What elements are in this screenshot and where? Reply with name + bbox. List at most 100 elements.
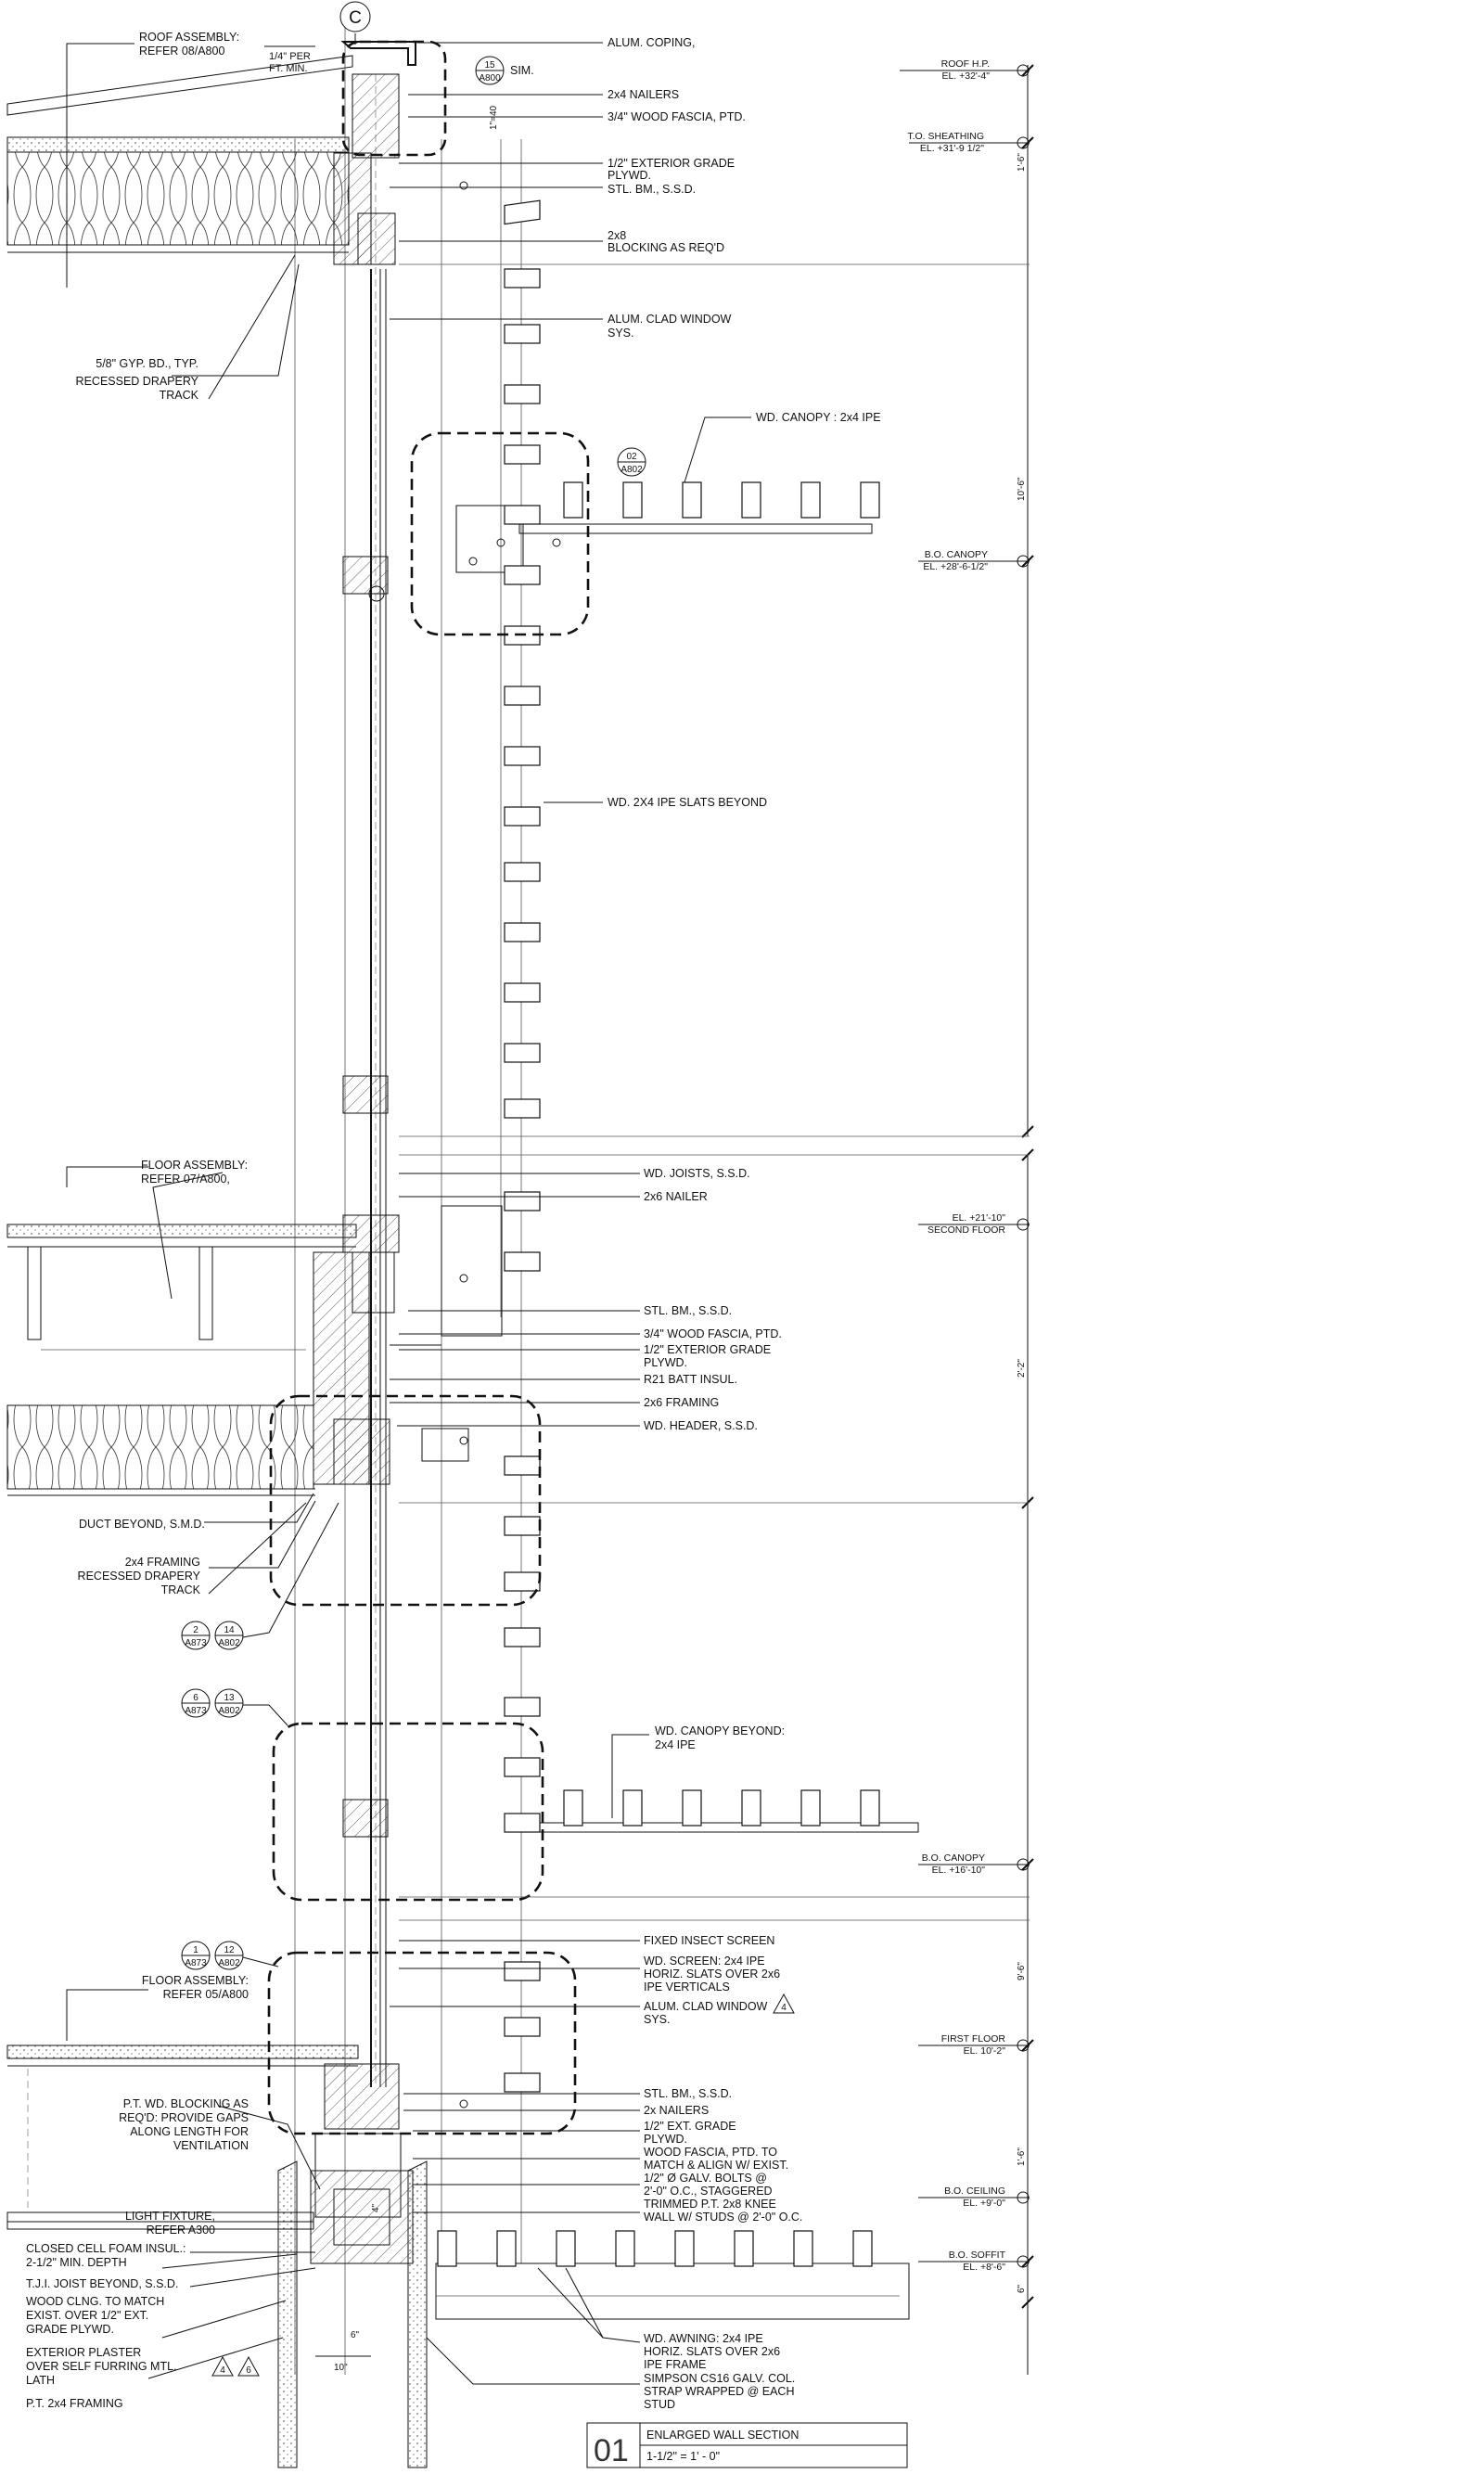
grid-bubble-label: C [349, 8, 362, 28]
svg-text:EL. +21'-10": EL. +21'-10" [953, 1212, 1006, 1224]
wd-screen-label: WD. SCREEN: 2x4 IPE [644, 1955, 765, 1968]
svg-text:4: 4 [781, 2003, 787, 2013]
simpson-label: SIMPSON CS16 GALV. COL. [644, 2372, 795, 2385]
leaders-right [390, 42, 751, 2385]
vdim-6: 6" [1017, 2284, 1027, 2293]
awning-label: WD. AWNING: 2x4 IPE [644, 2332, 763, 2345]
roof-assembly-label: ROOF ASSEMBLY: [139, 31, 239, 44]
ext-plaster-label: EXTERIOR PLASTER [26, 2346, 141, 2359]
elevation-marker: B.O. CANOPY EL. +16'-10" [918, 1852, 1030, 1876]
svg-text:SECOND FLOOR: SECOND FLOOR [928, 1224, 1005, 1236]
elevation-marker: EL. +21'-10" SECOND FLOOR [918, 1212, 1030, 1236]
window-low-label: ALUM. CLAD WINDOW [644, 2000, 768, 2013]
elevation-marker: ROOF H.P. EL. +32'-4" [900, 58, 1030, 82]
insect-screen-label: FIXED INSECT SCREEN [644, 1934, 774, 1947]
wall-structure [6, 28, 919, 2468]
slope-label: 1/4" PER [269, 51, 311, 62]
sim-label: SIM. [510, 64, 534, 77]
tji-label: T.J.I. JOIST BEYOND, S.S.D. [26, 2277, 178, 2290]
elevation-markers: ROOF H.P. EL. +32'-4" T.O. SHEATHING EL.… [900, 58, 1030, 2273]
svg-text:B.O. CANOPY: B.O. CANOPY [922, 1852, 985, 1864]
nailers-2x4-label: 2x4 NAILERS [608, 88, 679, 101]
detail-callout-boundaries [267, 40, 590, 2135]
ext-plywd-mid-label: 1/2" EXTERIOR GRADE [644, 1343, 771, 1356]
detail-tag-pair-2[interactable]: 6 A873 13 A802 [181, 1688, 244, 1718]
svg-text:13: 13 [224, 1693, 235, 1703]
wood-clng-label: WOOD CLNG. TO MATCH [26, 2295, 164, 2308]
closed-cell-label: CLOSED CELL FOAM INSUL.: [26, 2242, 186, 2255]
svg-text:WD. CANOPY BEYOND:2x4 IPE: WD. CANOPY BEYOND:2x4 IPE [655, 1724, 785, 1751]
svg-text:B.O. CANOPY: B.O. CANOPY [925, 549, 988, 560]
dim-depth-a: 4" [371, 2203, 381, 2212]
svg-text:ROOF H.P.: ROOF H.P. [941, 58, 990, 70]
detail-tag-sim[interactable]: 15 A800 [475, 56, 505, 85]
revision-tags: 4 4 6 [211, 1993, 795, 2377]
elevation-marker: FIRST FLOOR EL. 10'-2" [918, 2033, 1030, 2057]
svg-text:EL. +16'-10": EL. +16'-10" [932, 1865, 986, 1876]
vdim-3: 2'-2" [1017, 1359, 1027, 1378]
pt-blocking-label: P.T. WD. BLOCKING AS [123, 2097, 249, 2110]
revision-delta: 6 [237, 2355, 260, 2377]
title-scale: 1-1/2" = 1' - 0" [646, 2450, 720, 2463]
window-top-label: ALUM. CLAD WINDOW [608, 313, 732, 326]
duct-label: DUCT BEYOND, S.M.D. [79, 1518, 205, 1531]
svg-text:ROOF ASSEMBLY:REFER 08/A800: ROOF ASSEMBLY:REFER 08/A800 [139, 31, 239, 58]
detail-tag-canopy[interactable]: 02 A802 [617, 447, 646, 477]
level-lines [399, 263, 1030, 1921]
nailer-2x6-label: 2x6 NAILER [644, 1190, 708, 1203]
detail-tag-pair-1[interactable]: 2 A873 14 A802 [181, 1621, 244, 1650]
vdim-2: 10'-6" [1017, 477, 1027, 501]
detail-tag-pair-3[interactable]: 1 A873 12 A802 [181, 1941, 244, 1970]
r21-label: R21 BATT INSUL. [644, 1373, 737, 1386]
detail-tags[interactable]: 15 A800 02 A802 2 A873 14 A802 6 A873 13… [181, 56, 646, 1970]
wd-header-label: WD. HEADER, S.S.D. [644, 1419, 758, 1432]
slats-beyond-label: WD. 2X4 IPE SLATS BEYOND [608, 796, 767, 809]
ext-plywd-label: 1/2" EXTERIOR GRADE [608, 157, 735, 170]
canopy-beyond-label: WD. CANOPY BEYOND: [655, 1724, 785, 1737]
fascia-low-label: WOOD FASCIA, PTD. TO [644, 2146, 777, 2159]
drapery-top-label: RECESSED DRAPERY [76, 375, 199, 388]
grid-bubble: C [339, 1, 371, 45]
nailers-2x-label: 2x NAILERS [644, 2104, 709, 2117]
svg-text:EL. +9'-0": EL. +9'-0" [963, 2198, 1005, 2209]
svg-text:A802: A802 [620, 465, 643, 475]
elevation-marker: B.O. CANOPY EL. +28'-6-1/2" [918, 549, 1030, 572]
svg-text:15: 15 [484, 60, 495, 71]
svg-text:A802: A802 [218, 1638, 240, 1648]
labels-right: ALUM. COPING, SIM. 2x4 NAILERS 3/4" WOOD… [510, 36, 881, 2411]
floor-assembly-2-label: FLOOR ASSEMBLY: [141, 1159, 248, 1172]
wood-fascia-label: 3/4" WOOD FASCIA, PTD. [608, 110, 746, 123]
light-fixture-label: LIGHT FIXTURE, [125, 2210, 215, 2223]
svg-text:4: 4 [220, 2365, 225, 2376]
wd-joists-label: WD. JOISTS, S.S.D. [644, 1167, 750, 1180]
svg-text:02: 02 [626, 452, 637, 462]
svg-text:A800: A800 [479, 73, 501, 83]
svg-text:1/2" Ø GALV. BOLTS @2'-0" O.C.: 1/2" Ø GALV. BOLTS @2'-0" O.C., STAGGERE… [644, 2172, 773, 2198]
svg-text:EL. +32'-4": EL. +32'-4" [941, 71, 990, 82]
svg-text:FIRST FLOOR: FIRST FLOOR [941, 2033, 1006, 2045]
framing-2x6-label: 2x6 FRAMING [644, 1396, 719, 1409]
svg-text:FLOOR ASSEMBLY:REFER 05/A800: FLOOR ASSEMBLY:REFER 05/A800 [142, 1974, 249, 2001]
title-number: 01 [594, 2433, 629, 2468]
svg-text:EL. +31'-9 1/2": EL. +31'-9 1/2" [920, 143, 984, 154]
svg-text:T.O. SHEATHING: T.O. SHEATHING [907, 131, 984, 142]
svg-text:6: 6 [246, 2365, 251, 2376]
vertical-dimension-string: 1'-6" 10'-6" 2'-2" 9'-6" 1'-6" 6" [1017, 64, 1034, 2375]
svg-text:14: 14 [224, 1625, 235, 1635]
svg-text:CLOSED CELL FOAM INSUL.:2-1/2": CLOSED CELL FOAM INSUL.:2-1/2" MIN. DEPT… [26, 2242, 186, 2269]
ext-plywd-low-label: 1/2" EXT. GRADE [644, 2120, 736, 2133]
svg-text:FLOOR ASSEMBLY:REFER 07/A800,: FLOOR ASSEMBLY:REFER 07/A800, [141, 1159, 248, 1186]
